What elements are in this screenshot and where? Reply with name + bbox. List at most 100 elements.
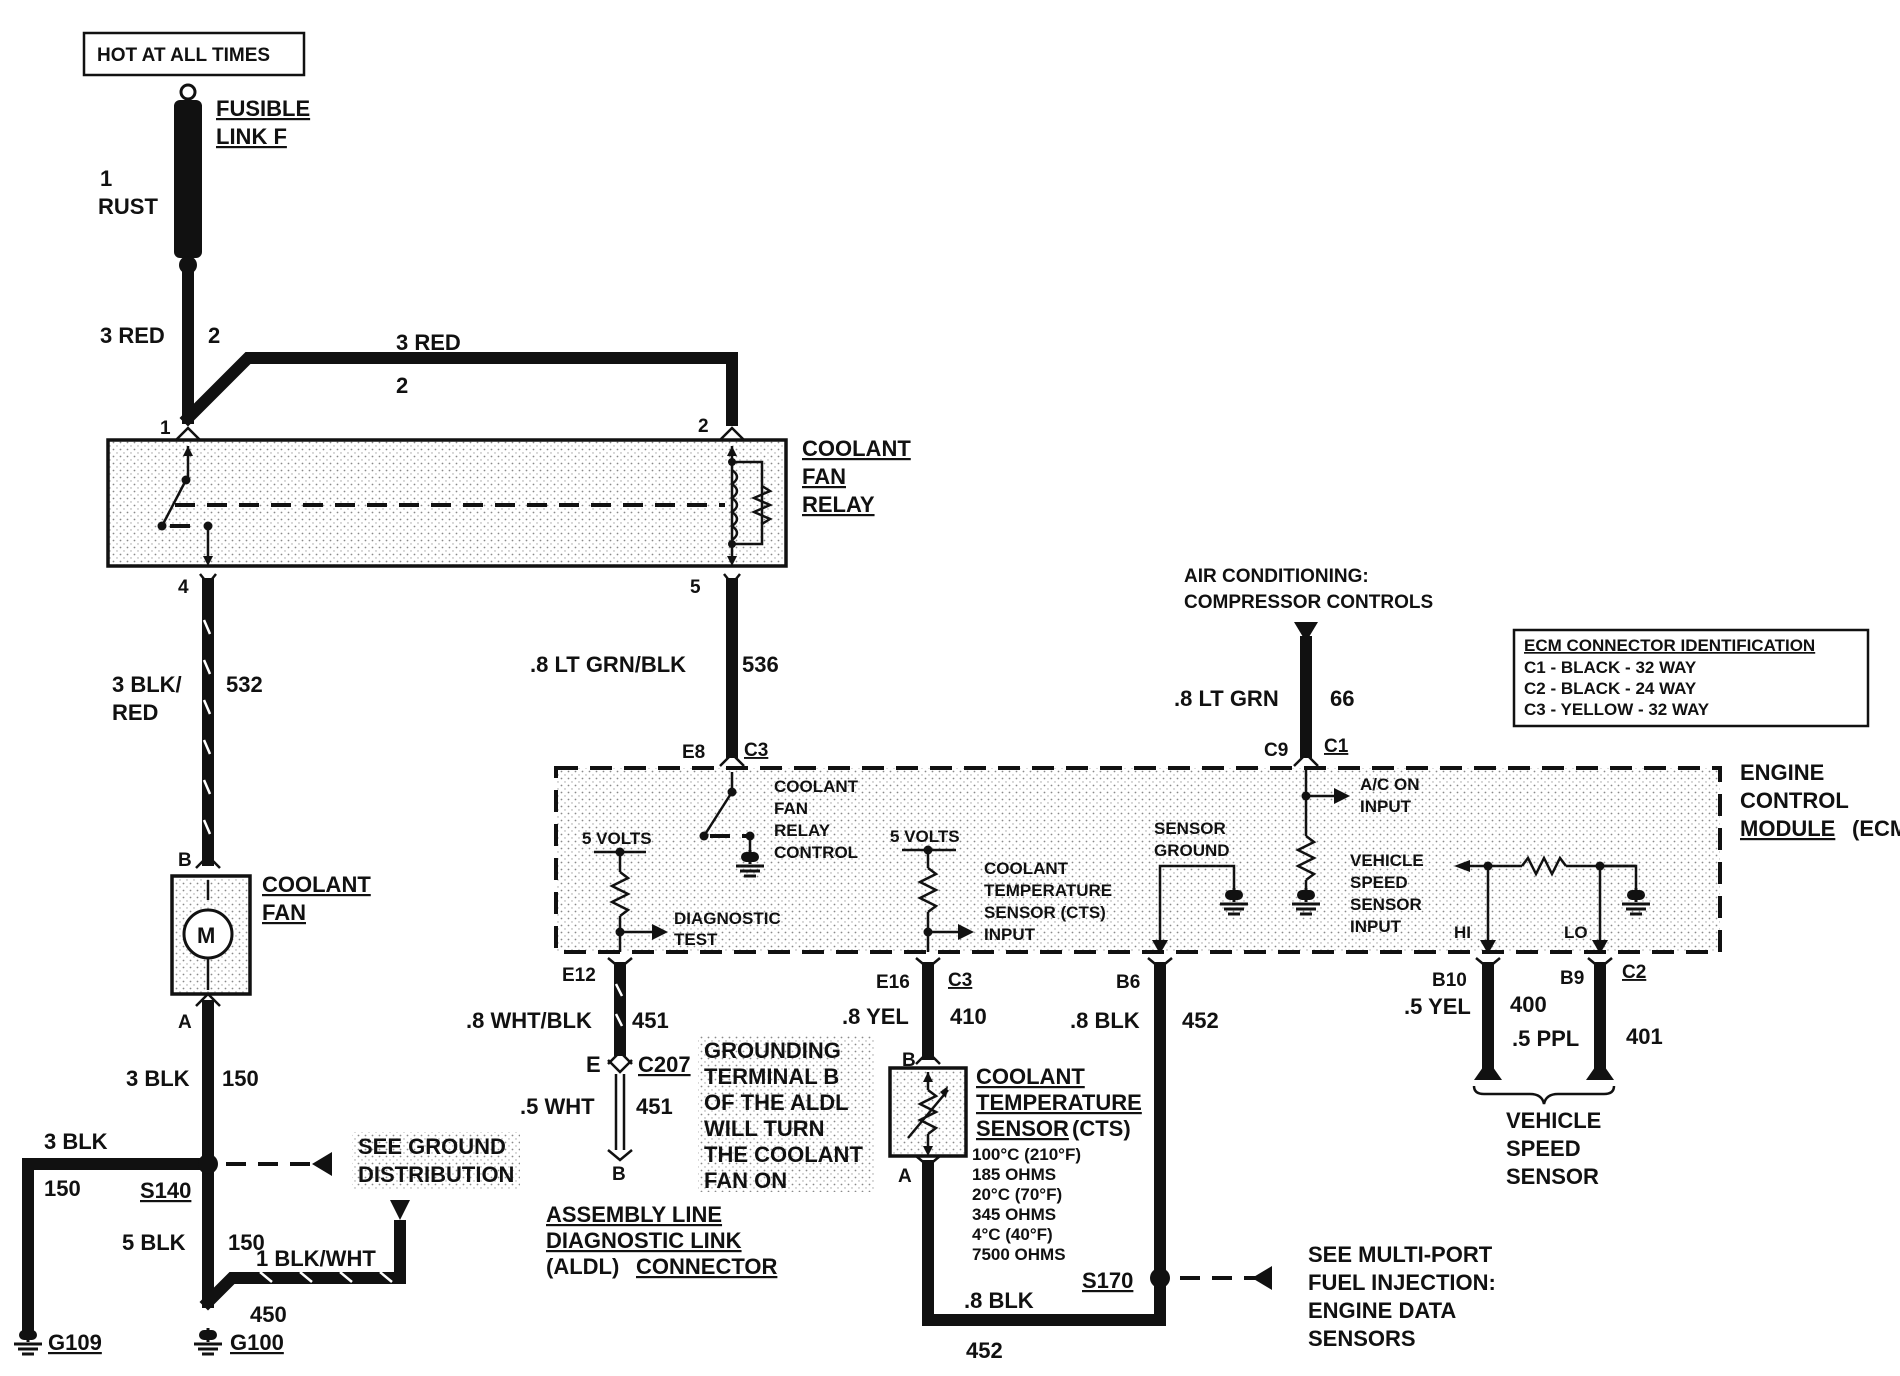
ecm-label: ENGINE: [1740, 760, 1824, 785]
wire-452-num: 452: [1182, 1008, 1219, 1033]
cts-table-3: 20°C (70°F): [972, 1185, 1062, 1204]
ground-g109-symbol: [12, 1326, 44, 1356]
wire-536: 5 .8 LT GRN/BLK 536 E8 C3: [530, 573, 779, 767]
conn-c3-top: C3: [744, 740, 768, 761]
cts-table-4: 345 OHMS: [972, 1205, 1056, 1224]
aldl-label-3: (ALDL): [546, 1254, 619, 1279]
wire-150-num: 150: [222, 1066, 259, 1091]
grounding-note: GROUNDING TERMINAL B OF THE ALDL WILL TU…: [698, 1036, 874, 1193]
wire-451-top-color: .8 WHT/BLK: [466, 1008, 592, 1033]
fusible-link: FUSIBLE LINK F 1 RUST: [98, 83, 310, 274]
vss-input-circuit: VEHICLE SPEED SENSOR INPUT HI LO: [1350, 851, 1652, 954]
ac-label: AIR CONDITIONING:: [1184, 566, 1369, 587]
conn-c207: C207: [638, 1052, 691, 1077]
cts-label-3: SENSOR: [976, 1116, 1069, 1141]
wire-532: 4 3 BLK/ RED 532: [112, 573, 263, 866]
splice-s170-dot: [1150, 1268, 1170, 1288]
conn-c3-bot: C3: [948, 970, 972, 991]
vss-input-label-4: INPUT: [1350, 917, 1402, 936]
cts-table-2: 185 OHMS: [972, 1165, 1056, 1184]
splice-s170: S170: [1082, 1268, 1133, 1293]
grounding-note-5: THE COOLANT: [704, 1142, 863, 1167]
red-left-color: 3 RED: [100, 323, 165, 348]
aldl-label-2: DIAGNOSTIC LINK: [546, 1228, 742, 1253]
vss-wires: B10 B9 C2 .5 YEL 400 .5 PPL 401 VEHICLE …: [1404, 957, 1663, 1189]
pin-b9: B9: [1560, 968, 1584, 989]
wire-450: 450: [250, 1302, 287, 1327]
ecm-id-line-2: C2 - BLACK - 24 WAY: [1524, 679, 1697, 698]
vss-label-3: SENSOR: [1506, 1164, 1599, 1189]
ac-on-input-label: A/C ON: [1360, 775, 1420, 794]
cts-table-1: 100°C (210°F): [972, 1145, 1081, 1164]
ac-on-input-label-2: INPUT: [1360, 797, 1412, 816]
relay-pin-5: 5: [690, 577, 701, 598]
ecm-label-3: MODULE: [1740, 816, 1835, 841]
fusible-link-label: FUSIBLE: [216, 96, 310, 121]
grounding-note-1: GROUNDING: [704, 1038, 841, 1063]
hot-at-all-times-label: HOT AT ALL TIMES: [97, 45, 270, 66]
relay-label-2: FAN: [802, 464, 846, 489]
wire-400-num: 400: [1510, 992, 1547, 1017]
wire-401-num: 401: [1626, 1024, 1663, 1049]
wire-536-color: .8 LT GRN/BLK: [530, 652, 686, 677]
grounding-note-3: OF THE ALDL: [704, 1090, 849, 1115]
aldl-label-4: CONNECTOR: [636, 1254, 777, 1279]
sensor-ground-circuit: SENSOR GROUND: [1152, 819, 1250, 954]
wire-410-num: 410: [950, 1004, 987, 1029]
pin-e12: E12: [562, 965, 596, 986]
see-mpfi-1: SEE MULTI-PORT: [1308, 1242, 1493, 1267]
coolant-fan-label-2: FAN: [262, 900, 306, 925]
five-volts-1: 5 VOLTS: [582, 829, 652, 848]
ground-g109: G109: [48, 1330, 102, 1355]
conn-c1: C1: [1324, 736, 1349, 757]
hot-at-all-times-box: HOT AT ALL TIMES: [82, 31, 306, 77]
aldl-label: ASSEMBLY LINE DIAGNOSTIC LINK (ALDL) CON…: [546, 1202, 777, 1279]
wire-blkwht: 1 BLK/WHT: [256, 1246, 376, 1271]
ecm-label-2: CONTROL: [1740, 788, 1849, 813]
diagnostic-test-circuit: 5 VOLTS DIAGNOSTIC TEST: [582, 829, 781, 952]
coolant-temp-sensor: B A COOLANT TEMPERATURE SENSOR (CTS) 100…: [888, 1050, 1142, 1264]
splice-s140-dot: [198, 1154, 218, 1174]
relay-control-label: COOLANT: [774, 777, 859, 796]
five-volts-2: 5 VOLTS: [890, 827, 960, 846]
wire-452-color: .8 BLK: [1070, 1008, 1140, 1033]
relay-label: COOLANT: [802, 436, 911, 461]
wire-532-num: 532: [226, 672, 263, 697]
wire-66-color: .8 LT GRN: [1174, 686, 1279, 711]
red-top-color: 3 RED: [396, 330, 461, 355]
grounding-note-4: WILL TURN: [704, 1116, 825, 1141]
cts-input-label-4: INPUT: [984, 925, 1036, 944]
ecm-label-4: (ECM: [1852, 816, 1900, 841]
cts-input-label-2: TEMPERATURE: [984, 881, 1112, 900]
ac-on-input-circuit: A/C ON INPUT: [1290, 770, 1420, 916]
ecm-connector-id-box: ECM CONNECTOR IDENTIFICATION C1 - BLACK …: [1512, 628, 1870, 728]
rust-wire-num: 1: [100, 166, 112, 191]
motor-symbol: M: [197, 923, 215, 948]
wire-452: B6 .8 BLK 452 S170 .8 BLK 452 SEE MULTI-…: [922, 957, 1496, 1363]
pin-e8: E8: [682, 742, 705, 763]
wire-150-color: 3 BLK: [126, 1066, 190, 1091]
conn-c2: C2: [1622, 962, 1646, 983]
relay-control-label-3: RELAY: [774, 821, 831, 840]
relay-label-3: RELAY: [802, 492, 875, 517]
wire-451: E12 .8 WHT/BLK 451 E C207 .5 WHT 451 B: [466, 957, 691, 1185]
ecm-id-title: ECM CONNECTOR IDENTIFICATION: [1524, 636, 1815, 655]
cts-table-5: 4°C (40°F): [972, 1225, 1053, 1244]
pin-e16: E16: [876, 972, 910, 993]
ground-circuit: 3 BLK 150 3 BLK 150 S140 SEE GROUND DIST…: [12, 1000, 520, 1356]
sensor-ground-label: SENSOR: [1154, 819, 1226, 838]
pin-b10: B10: [1432, 970, 1467, 991]
left-150: 150: [44, 1176, 81, 1201]
see-mpfi-2: FUEL INJECTION:: [1308, 1270, 1496, 1295]
wire-5blk: 5 BLK: [122, 1230, 186, 1255]
see-ground-label-2: DISTRIBUTION: [358, 1162, 514, 1187]
cts-label-2: TEMPERATURE: [976, 1090, 1142, 1115]
wire-5blk-num: 150: [228, 1230, 265, 1255]
coolant-fan-relay: 1 2: [106, 416, 788, 568]
coolant-fan-label: COOLANT: [262, 872, 371, 897]
vss-label-1: VEHICLE: [1506, 1108, 1601, 1133]
sensor-ground-label-2: GROUND: [1154, 841, 1230, 860]
ecm-id-line-1: C1 - BLACK - 32 WAY: [1524, 658, 1697, 677]
cts-label-1: COOLANT: [976, 1064, 1085, 1089]
